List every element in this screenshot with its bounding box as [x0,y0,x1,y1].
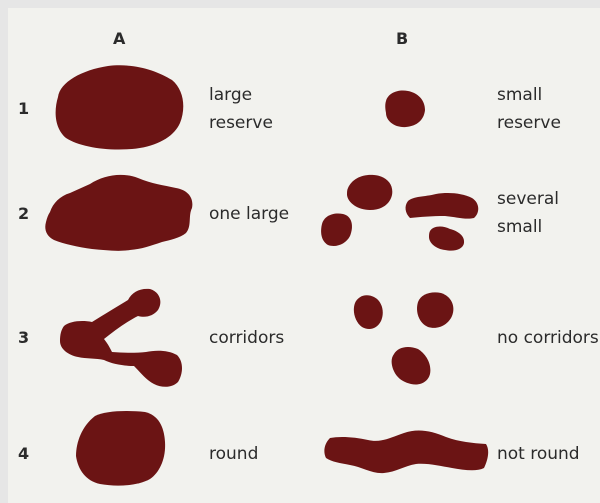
row-2-b-small-reserve-bottom [429,227,464,251]
row-3-b-small-reserve-right [417,292,453,327]
row-2-b-small-reserve-right [406,193,479,219]
row-2-a-one-large-reserve [45,175,192,251]
row-3-a-corridor-network [60,289,182,387]
row-4-a-round-reserve [76,411,165,486]
row-1-a-large-reserve [56,65,184,149]
row-2-b-small-reserve-left [321,213,352,246]
row-1-b-small-reserve [385,90,425,127]
row-3-b-small-reserve-bottom [392,347,431,385]
row-3-b-small-reserve-left [354,295,383,329]
row-4-b-elongated-reserve [324,430,488,473]
row-2-b-small-reserve-top [347,175,392,210]
